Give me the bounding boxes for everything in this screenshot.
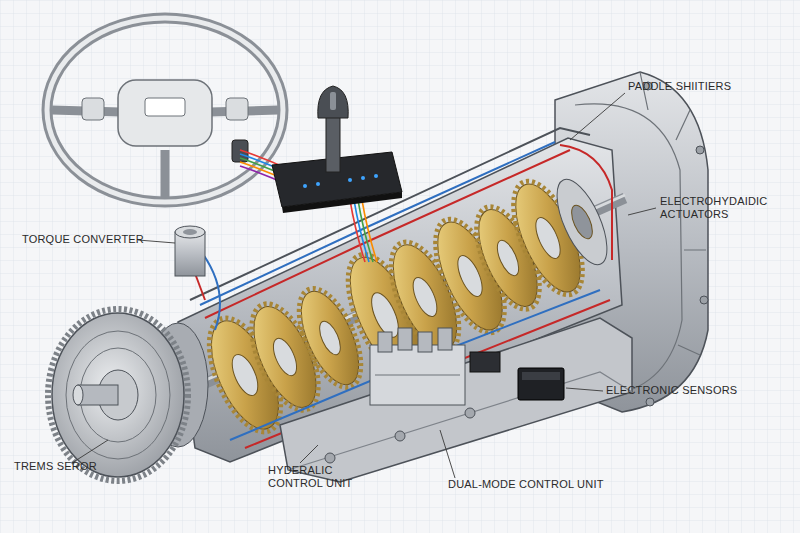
oil-pan-part bbox=[395, 431, 405, 441]
gear-selector-part bbox=[318, 86, 348, 118]
part-label: ELECTRONIC SENSORS bbox=[606, 384, 756, 397]
planetary-gears-part-part bbox=[269, 335, 302, 379]
valve-body-part bbox=[470, 352, 500, 372]
planetary-gears-part-part bbox=[531, 214, 565, 262]
gear-selector bbox=[272, 86, 402, 213]
sensor-cylinder bbox=[175, 226, 205, 276]
planetary-gears-part-part bbox=[315, 318, 344, 357]
control-wires-part bbox=[358, 200, 373, 262]
part-label: PADDLE SHIITIERS bbox=[628, 80, 768, 93]
planetary-gears-part-part bbox=[493, 237, 523, 278]
torque-converter-part bbox=[73, 385, 83, 405]
leader-lines-part bbox=[440, 430, 455, 478]
torque-converter-part bbox=[66, 331, 170, 459]
sensor-cylinder-part bbox=[175, 226, 205, 238]
planetary-gears-part-part bbox=[547, 173, 617, 272]
leader-lines-part bbox=[300, 445, 318, 463]
steering-wheel-part bbox=[226, 98, 248, 120]
gear-selector-part bbox=[374, 174, 378, 178]
sensor-module-part bbox=[522, 372, 560, 380]
steering-wheel-part bbox=[47, 18, 283, 202]
valve-body bbox=[370, 328, 500, 405]
torque-converter-part bbox=[52, 313, 184, 477]
gear-selector-part bbox=[330, 92, 336, 110]
steering-wheel-part bbox=[47, 18, 283, 202]
leader-lines-part bbox=[72, 440, 108, 463]
leader-lines-part bbox=[566, 388, 603, 391]
gear-selector-part bbox=[326, 112, 340, 172]
bell-housing-part bbox=[646, 398, 654, 406]
leader-lines-part bbox=[628, 208, 656, 215]
control-wires-part bbox=[354, 200, 369, 262]
planetary-gears-part-part bbox=[567, 202, 596, 241]
bell-housing-part bbox=[700, 296, 708, 304]
gear-selector-part bbox=[303, 184, 307, 188]
torque-converter-part bbox=[48, 309, 188, 481]
torque-converter bbox=[48, 309, 208, 481]
sensor-module-part bbox=[518, 368, 564, 400]
planetary-gears-part bbox=[547, 173, 617, 272]
valve-body-part bbox=[378, 332, 392, 352]
valve-body-part bbox=[398, 328, 412, 350]
oil-pan bbox=[280, 318, 632, 482]
valve-body-part bbox=[418, 332, 432, 352]
part-label: DUAL-MODE CONTROL UNIT bbox=[448, 478, 628, 491]
valve-body-part bbox=[370, 345, 465, 405]
part-label: HYDERALIC CONTROL UNIT bbox=[268, 464, 363, 490]
valve-body-part bbox=[375, 375, 460, 376]
steering-wheel-part bbox=[82, 98, 104, 120]
oil-pan-part bbox=[280, 318, 632, 482]
gear-selector-part bbox=[348, 178, 352, 182]
gear-selector-part bbox=[316, 182, 320, 186]
control-wires-part bbox=[350, 200, 365, 262]
oil-pan-part bbox=[325, 453, 335, 463]
hydraulic-lines-part bbox=[560, 145, 612, 260]
main-shaft bbox=[140, 198, 625, 412]
torque-converter-part bbox=[78, 385, 118, 405]
part-label: TREMS SEROR bbox=[14, 460, 124, 473]
gear-selector-part bbox=[282, 192, 402, 213]
steering-wheel-part bbox=[145, 98, 185, 116]
steering-wheel-part bbox=[118, 80, 212, 146]
hydraulic-lines-part bbox=[205, 150, 570, 318]
control-wires-part bbox=[362, 200, 377, 262]
sensor-module bbox=[518, 368, 564, 400]
sensor-cylinder-part bbox=[175, 232, 205, 276]
planetary-gears-part-part bbox=[408, 274, 442, 320]
part-label: ELECTROHYDAIDIC ACTUATORS bbox=[660, 195, 775, 221]
hydraulic-lines-part bbox=[200, 142, 555, 305]
oil-pan-part bbox=[465, 408, 475, 418]
part-label: TORQUE CONVERTER bbox=[22, 233, 162, 246]
valve-body-part bbox=[438, 328, 452, 350]
gear-selector-part bbox=[361, 176, 365, 180]
steering-wheel bbox=[47, 18, 283, 202]
sensor-cylinder-part bbox=[183, 229, 197, 235]
leader-lines bbox=[72, 93, 656, 478]
main-shaft-highlight bbox=[140, 195, 625, 409]
leader-lines-part bbox=[570, 93, 625, 140]
bell-housing-part bbox=[696, 146, 704, 154]
